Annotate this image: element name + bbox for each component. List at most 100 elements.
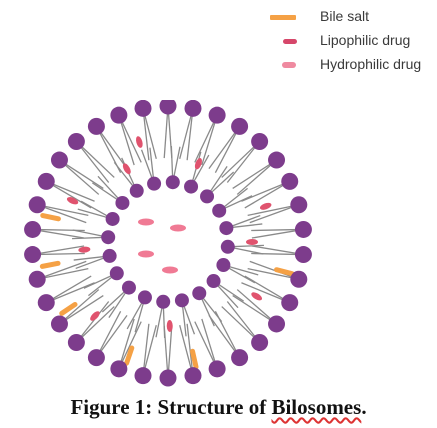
inner-lipid-head <box>206 274 221 289</box>
outer-lipid-tail <box>142 323 150 376</box>
outer-lipid-head <box>134 367 152 385</box>
outer-lipid-tail <box>95 125 128 170</box>
inner-lipid-head <box>200 189 215 204</box>
outer-lipid-head <box>268 151 286 169</box>
lipophilic-drug <box>136 136 143 148</box>
hydrophilic-drug <box>138 250 154 258</box>
outer-lipid-head <box>110 360 128 378</box>
lipophilic-drug-swatch <box>283 39 297 44</box>
outer-lipid-tail <box>32 245 85 256</box>
bile-salt <box>39 260 61 269</box>
outer-lipid-tail <box>37 267 89 280</box>
outer-lipid-tail <box>221 306 261 343</box>
outer-lipid-head <box>281 294 299 312</box>
inner-lipid-head <box>121 280 136 295</box>
outer-lipid-tail <box>36 204 87 224</box>
outer-lipid-head <box>50 315 68 333</box>
outer-lipid-tail <box>194 114 218 163</box>
outer-lipid-tail <box>59 159 104 189</box>
legend-item-bile-salt: Bile salt <box>270 6 435 30</box>
legend-label: Hydrophilic drug <box>320 56 422 72</box>
outer-lipid-head <box>24 246 42 264</box>
legend-item-lipophilic-drug: Lipophilic drug <box>270 30 435 54</box>
outer-lipid-tail <box>142 108 150 161</box>
outer-lipid-tail <box>167 325 173 379</box>
outer-lipid-head <box>294 220 312 238</box>
outer-lipid-tail <box>59 295 104 325</box>
outer-lipid-tail <box>226 141 261 183</box>
outer-lipid-tail <box>179 325 194 376</box>
outer-lipid-tail <box>46 282 95 304</box>
outer-lipid-head <box>251 132 269 150</box>
lipophilic-drug <box>259 202 272 210</box>
legend: Bile salt Lipophilic drug Hydrophilic dr… <box>270 6 435 78</box>
outer-lipid-head <box>67 334 85 352</box>
outer-lipid-tail <box>59 289 100 325</box>
drug-molecules <box>66 136 272 332</box>
outer-lipid-tail <box>95 314 128 359</box>
outer-lipid-head <box>37 172 55 190</box>
outer-lipid-head <box>28 270 46 288</box>
inner-lipid-head <box>216 258 231 273</box>
outer-lipid-tail <box>45 180 92 209</box>
outer-lipid-tail <box>244 275 291 304</box>
lipophilic-drug <box>246 239 258 245</box>
outer-lipid-tail <box>163 105 169 159</box>
outer-lipid-tail <box>226 301 261 343</box>
inner-lipid-head <box>105 211 120 226</box>
inner-lipid-head <box>165 175 180 190</box>
inner-lipid-head <box>212 203 227 218</box>
outer-lipid-head <box>268 315 286 333</box>
outer-lipid-head <box>87 349 105 367</box>
outer-lipid-tail <box>241 180 290 202</box>
inner-lipid-head <box>192 286 207 301</box>
inner-lipid-head <box>174 293 189 308</box>
outer-lipid-tail <box>118 321 142 370</box>
inner-lipid-head <box>102 248 117 263</box>
outer-lipid-tail <box>75 301 110 343</box>
outer-lipid-tail <box>75 306 115 343</box>
outer-lipid-head <box>184 367 202 385</box>
hydrophilic-drug-swatch <box>282 62 296 68</box>
outer-lipid-tail <box>186 108 194 161</box>
hydrophilic-drug <box>138 218 154 226</box>
outer-lipid-tail <box>251 228 304 232</box>
outer-lipid-tail <box>236 159 277 195</box>
outer-lipid-head <box>231 117 249 135</box>
inner-lipid-head <box>184 179 199 194</box>
outer-lipid-head <box>67 132 85 150</box>
outer-lipid-tail <box>194 321 218 370</box>
outer-lipid-tail <box>37 204 89 217</box>
outer-lipid-tail <box>179 108 194 159</box>
outer-lipid-tail <box>247 267 299 280</box>
lipophilic-drug <box>66 197 79 205</box>
outer-lipid-tail <box>241 282 290 304</box>
hydrophilic-drug <box>170 224 186 232</box>
outer-lipid-head <box>110 106 128 124</box>
inner-lipid-head <box>156 294 171 309</box>
outer-lipid-head <box>231 349 249 367</box>
caption-suffix: . <box>361 395 367 419</box>
hydrophilic-drug <box>162 266 178 274</box>
outer-lipid-head <box>50 151 68 169</box>
bile-salt <box>40 213 61 222</box>
outer-lipid-tail <box>221 141 261 178</box>
legend-label: Bile salt <box>320 8 370 24</box>
outer-lipid-tail <box>232 159 277 189</box>
outer-lipid-tail <box>244 180 291 209</box>
outer-lipid-head <box>159 100 177 115</box>
outer-lipid-tail <box>142 108 157 159</box>
outer-lipid-tail <box>46 180 95 202</box>
outer-lipid-head <box>184 100 202 117</box>
outer-lipid-tail <box>208 125 241 170</box>
bile-salt <box>59 301 78 316</box>
inner-lipid-head <box>219 221 234 236</box>
caption-prefix: Figure 1: Structure of <box>70 395 272 419</box>
outer-lipid-head <box>294 246 312 264</box>
outer-lipid-tail <box>118 114 142 163</box>
outer-lipid-tail <box>251 245 304 256</box>
lipophilic-drug <box>122 163 131 175</box>
outer-lipid-tail <box>249 204 300 224</box>
outer-lipid-tail <box>32 252 85 256</box>
bilosome-diagram <box>24 100 312 387</box>
